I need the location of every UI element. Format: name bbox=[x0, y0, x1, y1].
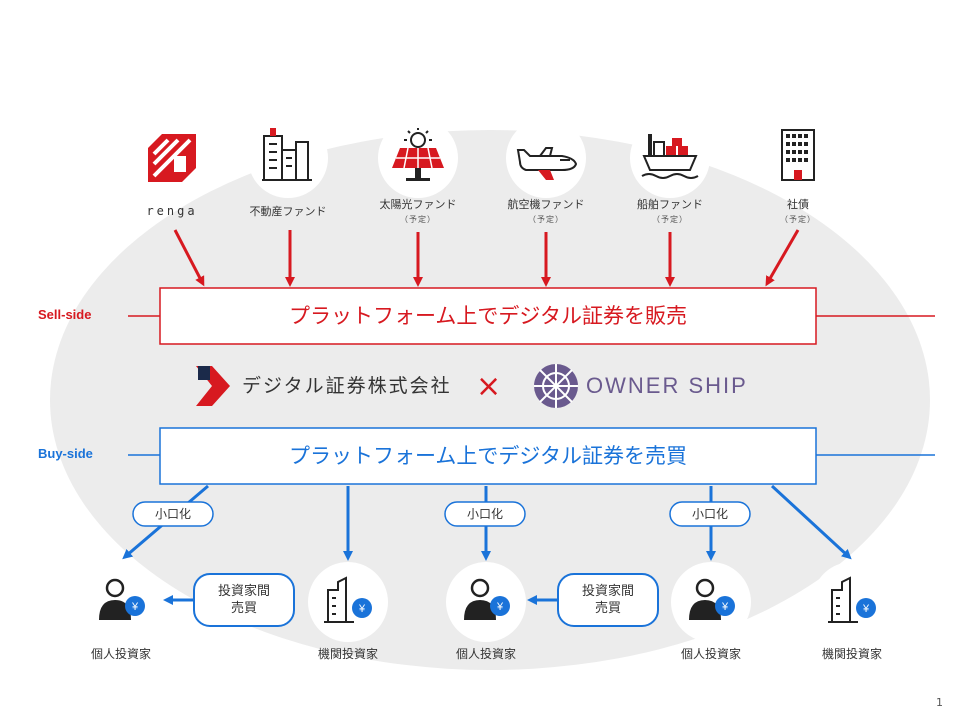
sell-side-box-text: プラットフォーム上でデジタル証券を販売 bbox=[289, 304, 687, 328]
ship-icon bbox=[641, 134, 699, 179]
issuer-circle-aircraft bbox=[506, 118, 586, 198]
small-lot-pill-2 bbox=[444, 501, 526, 527]
digital-securities-name: デジタル証券株式会社 bbox=[242, 375, 452, 397]
p2p-label-1: 投資家間 売買 bbox=[217, 584, 270, 616]
small-lot-pills bbox=[132, 501, 751, 527]
svg-text:¥: ¥ bbox=[358, 603, 366, 615]
issuer-note-solar: （予定） bbox=[400, 215, 436, 224]
airplane-icon bbox=[516, 147, 578, 180]
sell-side-box bbox=[159, 287, 817, 345]
issuer-label-realestate: 不動産ファンド bbox=[249, 205, 327, 218]
investor-label-2: 機関投資家 bbox=[317, 647, 378, 661]
sell-side-label: Sell-side bbox=[38, 307, 92, 322]
arrow-bond bbox=[765, 229, 800, 287]
issuer-label-bond: 社債 bbox=[787, 198, 809, 211]
investor-label-5: 機関投資家 bbox=[821, 647, 882, 661]
digital-securities-logo-icon bbox=[196, 366, 230, 406]
individual-investor-icon: ¥ bbox=[99, 578, 145, 620]
svg-text:¥: ¥ bbox=[862, 603, 870, 615]
small-lot-label-3: 小口化 bbox=[691, 507, 728, 521]
solar-panel-icon bbox=[392, 128, 444, 181]
small-lot-pill-1 bbox=[132, 501, 214, 527]
svg-text:¥: ¥ bbox=[131, 601, 139, 613]
issuer-note-bond: （予定） bbox=[780, 215, 816, 224]
investor-circle-2 bbox=[308, 562, 388, 642]
svg-text:¥: ¥ bbox=[496, 601, 504, 613]
small-lot-label-1: 小口化 bbox=[154, 507, 191, 521]
issuer-label-renga: renga bbox=[146, 204, 198, 218]
issuer-circle-ship bbox=[630, 118, 710, 198]
institutional-investor-icon: ¥ bbox=[828, 576, 876, 623]
p2p-label-2: 投資家間 売買 bbox=[581, 584, 634, 616]
investor-label-4: 個人投資家 bbox=[680, 647, 741, 661]
page-number: 1 bbox=[936, 696, 943, 709]
issuer-label-solar: 太陽光ファンド bbox=[379, 198, 457, 211]
office-tower-icon bbox=[781, 129, 815, 181]
individual-investor-icon: ¥ bbox=[689, 578, 735, 620]
investor-circle-5 bbox=[812, 562, 892, 642]
svg-text:¥: ¥ bbox=[721, 601, 729, 613]
small-lot-label-2: 小口化 bbox=[466, 507, 503, 521]
individual-investor-icon: ¥ bbox=[464, 578, 510, 620]
buy-side-box-text: プラットフォーム上でデジタル証券を売買 bbox=[289, 444, 687, 468]
p2p-pill-2 bbox=[557, 573, 659, 627]
issuer-note-ship: （予定） bbox=[652, 215, 688, 224]
p2p-pill-1 bbox=[193, 573, 295, 627]
arrow-to-investor-5 bbox=[770, 484, 852, 560]
issuer-label-ship: 船舶ファンド bbox=[637, 198, 703, 211]
arrow-renga bbox=[173, 229, 205, 287]
issuer-note-aircraft: （予定） bbox=[528, 215, 564, 224]
times-symbol: × bbox=[476, 369, 502, 404]
issuer-label-aircraft: 航空機ファンド bbox=[507, 198, 585, 211]
investor-label-3: 個人投資家 bbox=[455, 647, 516, 661]
building-icon bbox=[262, 128, 312, 181]
ownership-name: OWNER SHIP bbox=[586, 373, 748, 398]
small-lot-pill-3 bbox=[669, 501, 751, 527]
investor-label-1: 個人投資家 bbox=[90, 647, 151, 661]
ownership-logo-icon bbox=[534, 364, 578, 408]
p2p-pills bbox=[193, 573, 659, 627]
buy-side-box bbox=[159, 427, 817, 485]
renga-logo-icon bbox=[148, 134, 196, 182]
institutional-investor-icon: ¥ bbox=[324, 576, 372, 623]
buy-side-label: Buy-side bbox=[38, 446, 93, 461]
issuer-arrows bbox=[173, 229, 800, 287]
